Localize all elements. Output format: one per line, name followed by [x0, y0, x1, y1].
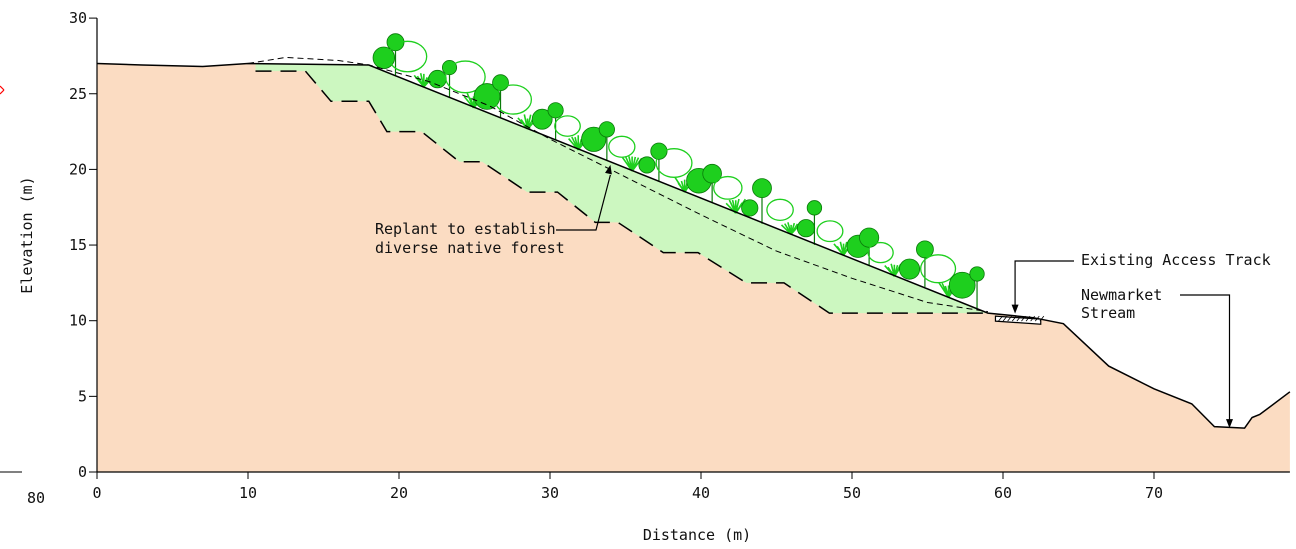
vegetation-canopy-outline	[494, 84, 533, 115]
y-tick-label: 0	[78, 463, 87, 481]
original-profile-line	[247, 56, 988, 313]
vegetation-layer	[372, 33, 985, 308]
access-track-hatch	[1030, 315, 1035, 322]
vegetation-canopy-outline	[816, 220, 844, 243]
stream-leader	[1180, 294, 1231, 425]
x-tick-label: 0	[92, 484, 101, 502]
edge-red-mark	[0, 85, 5, 91]
vegetation-shrub	[796, 219, 816, 238]
vegetation-canopy-outline	[920, 254, 957, 284]
vegetation-grass	[674, 176, 695, 193]
ground-surface-line	[96, 62, 1291, 429]
vegetation-grass	[884, 261, 905, 277]
vegetation-shrub	[899, 258, 921, 280]
vegetation-grass	[568, 135, 589, 151]
access-track-hatch	[1034, 315, 1040, 322]
access-track-hatch	[1002, 315, 1008, 322]
vegetation-grass	[725, 198, 747, 214]
vegetation-shrub	[531, 108, 553, 130]
x-tick-label: 20	[390, 484, 408, 502]
vegetation-tree-crown	[806, 200, 823, 216]
access-track-hatch	[1016, 315, 1022, 322]
access-track-hatch	[1039, 315, 1045, 322]
x-tick-label: 40	[692, 484, 710, 502]
vegetation-shrub	[948, 271, 976, 299]
y-tick-label: 20	[69, 160, 87, 178]
access-track-label: Existing Access Track	[1081, 251, 1271, 269]
axes-layer: 0 5 10 15 20 25 30 0 10 20 30 40 50 60 70	[0, 9, 1290, 502]
vegetation-canopy-outline	[608, 135, 636, 158]
x-axis-label: Distance (m)	[643, 526, 751, 544]
replant-leader	[556, 174, 611, 231]
vegetation-tree-crown	[969, 266, 985, 282]
access-track-hatch	[1021, 315, 1026, 322]
y-tick-label: 30	[69, 9, 87, 27]
access-track-hatch	[1007, 315, 1012, 322]
access-track-arrowhead	[1011, 304, 1019, 314]
access-track-hatch	[1011, 315, 1017, 322]
vegetation-tree-crown	[598, 121, 615, 138]
vegetation-tree-crown	[702, 163, 722, 184]
vegetation-canopy-outline	[655, 148, 693, 178]
x-tick-label: 50	[843, 484, 861, 502]
vegetation-canopy-outline	[444, 60, 486, 94]
replant-fill-zone	[255, 63, 988, 314]
vegetation-canopy-outline	[387, 40, 428, 73]
replant-label: Replant to establish	[375, 220, 556, 238]
y-tick-label: 5	[78, 387, 87, 405]
access-track-hatch	[1025, 315, 1031, 322]
replant-label: diverse native forest	[375, 239, 565, 257]
access-track-hatch	[998, 315, 1003, 322]
excavation-bench-line	[255, 70, 988, 314]
vegetation-canopy-outline	[766, 198, 794, 222]
x-tick-label: 60	[994, 484, 1012, 502]
vegetation-grass	[621, 156, 643, 172]
vegetation-canopy-outline	[867, 241, 894, 264]
y-tick-label: 10	[69, 312, 87, 330]
stream-label: Stream	[1081, 304, 1135, 322]
vegetation-shrub	[741, 199, 759, 217]
vegetation-tree-crown	[916, 240, 934, 259]
vegetation-grass	[833, 240, 854, 256]
vegetation-canopy-outline	[554, 115, 581, 137]
vegetation-grass	[413, 72, 435, 88]
ground-body	[97, 63, 1290, 472]
vegetation-canopy-outline	[713, 175, 743, 200]
replant-fill-layer	[255, 63, 988, 314]
y-axis-label: Elevation (m)	[18, 176, 36, 293]
x-tick-label: 30	[541, 484, 559, 502]
edge-red-mark	[0, 89, 5, 95]
x-tick-label: 10	[239, 484, 257, 502]
profile-lines-layer	[96, 56, 1291, 429]
y-tick-label: 15	[69, 236, 87, 254]
stream-label: Newmarket	[1081, 286, 1162, 304]
vegetation-grass	[780, 222, 802, 235]
vegetation-tree-crown	[650, 142, 668, 160]
x-tick-label: 70	[1145, 484, 1163, 502]
vegetation-grass	[517, 114, 538, 130]
access-track-leader	[1014, 260, 1074, 310]
vegetation-tree-crown	[752, 178, 772, 199]
edge-tick-label: 80	[27, 489, 45, 507]
vegetation-shrub	[638, 156, 656, 174]
y-tick-label: 25	[69, 85, 87, 103]
vegetation-tree-crown	[859, 227, 880, 248]
vegetation-tree-crown	[547, 102, 564, 119]
stream-arrowhead	[1226, 419, 1233, 429]
replant-arrowhead	[605, 164, 612, 175]
ground-layer	[97, 63, 1290, 472]
